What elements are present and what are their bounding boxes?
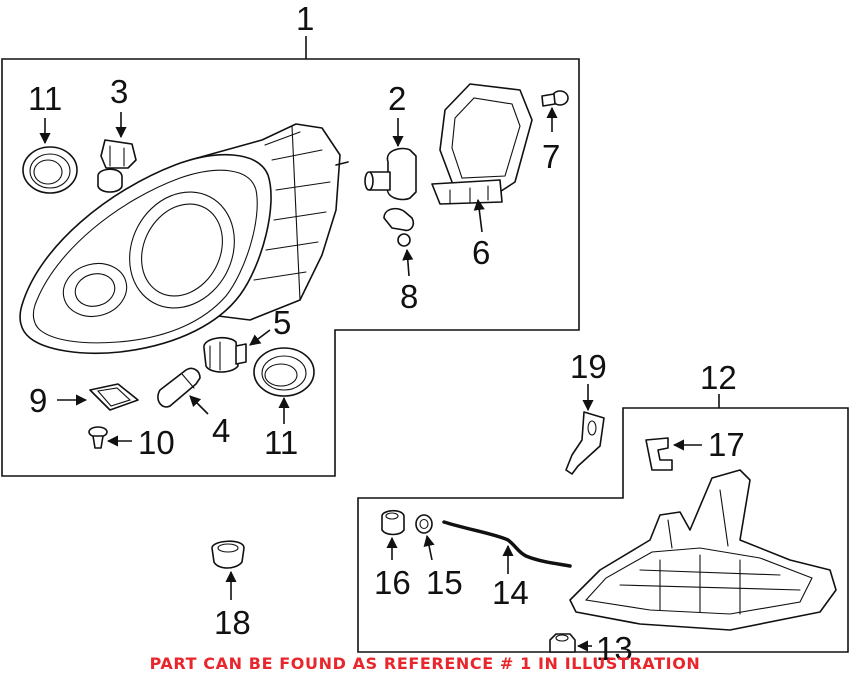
callout-10: 10 (138, 424, 175, 461)
seal-cap-icon (253, 347, 315, 397)
support-rod-icon (442, 520, 572, 568)
callout-13: 13 (596, 630, 633, 667)
callout-19: 19 (570, 348, 607, 385)
callout-2: 2 (388, 80, 406, 117)
callout-15: 15 (426, 564, 463, 601)
callout-17: 17 (708, 426, 745, 463)
callout-18: 18 (214, 604, 251, 641)
callout-7: 7 (542, 138, 560, 175)
callout-5: 5 (273, 304, 291, 341)
screw-icon (88, 426, 108, 449)
mounting-tray-icon (569, 469, 837, 631)
headlight-assembly-group-box (1, 58, 580, 477)
callout-16: 16 (374, 564, 411, 601)
callout-3: 3 (110, 73, 128, 110)
headlight-housing-icon (19, 123, 349, 355)
retaining-clip-icon (645, 437, 673, 471)
callout-11-top: 11 (28, 80, 62, 117)
callout-1: 1 (296, 0, 314, 37)
side-bulb-icon (157, 367, 201, 408)
bracket-icon (565, 411, 605, 475)
bushing-icon (211, 540, 245, 569)
retaining-pin-icon (541, 90, 569, 107)
headlight-bulb-icon (364, 147, 417, 201)
headlight-cover-icon (431, 83, 533, 205)
nut-icon (549, 633, 576, 653)
mounting-bracket-group-box (357, 407, 849, 653)
callout-6: 6 (472, 234, 490, 271)
washer-icon (415, 514, 433, 534)
grommet-icon (381, 509, 405, 536)
callout-4: 4 (212, 412, 230, 449)
clip-icon (383, 207, 415, 247)
bulb-socket-icon (203, 336, 247, 373)
reference-notice: PART CAN BE FOUND AS REFERENCE # 1 IN IL… (149, 654, 701, 673)
gasket-pad-icon (89, 383, 139, 411)
callout-14: 14 (492, 574, 529, 611)
callout-12: 12 (700, 359, 737, 396)
callout-9: 9 (29, 382, 47, 419)
callout-8: 8 (400, 278, 418, 315)
seal-cap-icon (22, 146, 78, 194)
callout-11-bottom: 11 (264, 424, 298, 461)
bulb-with-clip-icon (97, 139, 137, 193)
